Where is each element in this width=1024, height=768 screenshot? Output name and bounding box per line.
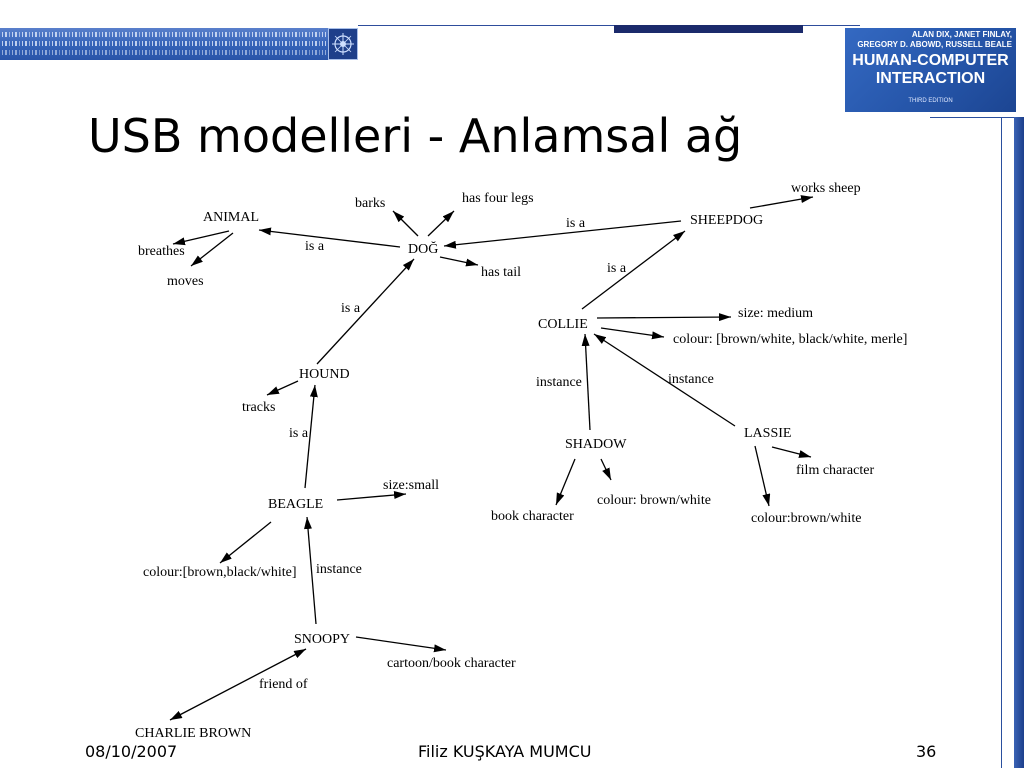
edge-dog-barks	[392, 210, 419, 237]
node-sheepdog: SHEEPDOG	[690, 213, 763, 228]
edge-label-dog-animal: is a	[305, 239, 325, 254]
edge-lassie-film-character	[771, 446, 812, 458]
banner-binary-row	[2, 32, 326, 37]
edge-label-charlie-brown-snoopy: friend of	[259, 677, 308, 692]
frame-line	[1001, 117, 1002, 768]
edge-sheepdog-works-sheep	[749, 195, 814, 209]
node-book-character: book character	[491, 509, 574, 524]
node-cartoon-book-character: cartoon/book character	[387, 656, 516, 671]
book-cover-logo: ALAN DIX, JANET FINLAY, GREGORY D. ABOWD…	[845, 28, 1016, 112]
header-rule	[358, 25, 860, 26]
edge-label-shadow-collie: instance	[536, 375, 582, 390]
cover-authors-line2: GREGORY D. ABOWD, RUSSELL BEALE	[857, 40, 1012, 49]
node-has-tail: has tail	[481, 265, 521, 280]
edge-beagle-size	[336, 491, 407, 501]
banner-binary-row	[2, 50, 326, 55]
cover-authors-line1: ALAN DIX, JANET FINLAY,	[911, 30, 1012, 39]
node-moves: moves	[167, 274, 204, 289]
binary-banner	[0, 28, 358, 60]
edge-collie-size	[596, 313, 732, 322]
frame-rule	[930, 117, 1016, 118]
edge-shadow-book-character	[555, 458, 576, 506]
footer-date: 08/10/2007	[85, 742, 178, 761]
edge-labels: is a is a is a is a instance instance is…	[259, 216, 714, 692]
node-barks: barks	[355, 196, 385, 211]
edge-label-beagle-hound: is a	[289, 426, 309, 441]
edge-collie-colour	[600, 327, 665, 340]
node-beagle-colour: colour:[brown,black/white]	[143, 565, 297, 580]
edge-charlie-brown-snoopy	[169, 648, 307, 721]
node-dog: DOĞ	[408, 240, 438, 257]
edge-label-sheepdog-dog: is a	[566, 216, 586, 231]
edge-beagle-hound	[304, 384, 318, 489]
node-hound: HOUND	[299, 367, 350, 382]
footer-page-number: 36	[916, 742, 937, 761]
cover-title-line1: HUMAN-COMPUTER	[852, 52, 1009, 69]
edge-dog-has-tail	[439, 256, 479, 267]
node-size-medium: size: medium	[738, 306, 813, 321]
cover-edition: THIRD EDITION	[908, 98, 953, 104]
node-snoopy: SNOOPY	[294, 632, 350, 647]
node-breathes: breathes	[138, 244, 185, 259]
edge-lassie-collie	[593, 333, 736, 427]
edge-label-snoopy-beagle: instance	[316, 562, 362, 577]
edge-shadow-collie	[581, 333, 591, 431]
node-film-character: film character	[796, 463, 874, 478]
edge-label-collie-sheepdog: is a	[607, 261, 627, 276]
edge-hound-dog	[316, 258, 415, 365]
node-charlie-brown: CHARLIE BROWN	[135, 726, 251, 741]
node-size-small: size:small	[383, 478, 439, 493]
edge-animal-breathes	[172, 230, 230, 246]
node-shadow: SHADOW	[565, 437, 627, 452]
node-lassie: LASSIE	[744, 426, 791, 441]
edge-hound-tracks	[266, 380, 299, 396]
edge-label-hound-dog: is a	[341, 301, 361, 316]
edge-beagle-colour	[219, 521, 272, 564]
slide-title: USB modelleri - Anlamsal ağ	[88, 109, 743, 163]
node-tracks: tracks	[242, 400, 275, 415]
banner-binary-row	[2, 41, 326, 46]
node-has-four-legs: has four legs	[462, 191, 534, 206]
edge-label-lassie-collie: instance	[668, 372, 714, 387]
edge-collie-sheepdog	[581, 230, 686, 310]
edge-dog-animal	[258, 227, 401, 248]
node-labels: ANIMAL breathes moves barks has four leg…	[135, 181, 907, 741]
node-collie: COLLIE	[538, 317, 588, 332]
footer-author: Filiz KUŞKAYA MUMCU	[418, 742, 592, 761]
node-animal: ANIMAL	[203, 210, 259, 225]
edge-sheepdog-dog	[443, 220, 682, 249]
frame-bar	[1014, 117, 1024, 768]
edge-snoopy-cartoon	[355, 636, 447, 653]
edge-shadow-colour	[600, 458, 612, 481]
node-shadow-colour: colour: brown/white	[597, 493, 711, 508]
cover-title-line2: INTERACTION	[875, 70, 986, 87]
edge-snoopy-beagle	[304, 516, 317, 625]
node-beagle: BEAGLE	[268, 497, 323, 512]
node-collie-colour: colour: [brown/white, black/white, merle…	[673, 332, 907, 347]
emblem-icon	[328, 28, 358, 60]
node-lassie-colour: colour:brown/white	[751, 511, 861, 526]
edge-animal-moves	[190, 232, 234, 267]
edges	[169, 195, 814, 721]
header-accent-bar	[614, 25, 803, 33]
node-works-sheep: works sheep	[791, 181, 861, 196]
edge-lassie-colour	[754, 445, 771, 507]
edge-dog-has-four-legs	[427, 210, 455, 237]
